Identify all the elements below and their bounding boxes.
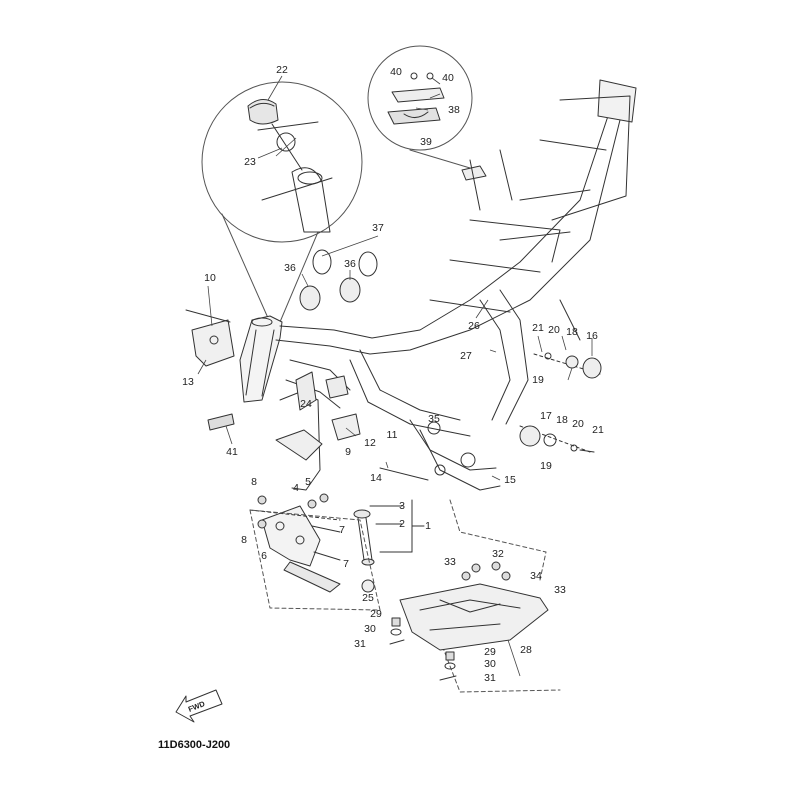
- callout-39[interactable]: 39: [420, 135, 432, 148]
- callout-20-top[interactable]: 20: [548, 323, 560, 336]
- callout-7-bottom[interactable]: 7: [343, 557, 349, 570]
- callout-24[interactable]: 24: [300, 397, 312, 410]
- callout-30-right[interactable]: 30: [484, 657, 496, 670]
- callout-36-right[interactable]: 36: [344, 257, 356, 270]
- callout-11[interactable]: 11: [386, 428, 398, 441]
- callout-31-left[interactable]: 31: [354, 637, 366, 650]
- callout-19-top[interactable]: 19: [532, 373, 544, 386]
- rubber-damper: [207, 413, 235, 431]
- callout-8-bottom[interactable]: 8: [241, 533, 247, 546]
- callout-26[interactable]: 26: [468, 319, 480, 332]
- bolts-left: [249, 493, 341, 561]
- skid-plate: [399, 561, 549, 651]
- callout-33-left[interactable]: 33: [444, 555, 456, 568]
- callout-28[interactable]: 28: [520, 643, 532, 656]
- callout-27[interactable]: 27: [460, 349, 472, 362]
- dashed-guides: [249, 499, 561, 693]
- callout-2[interactable]: 2: [399, 517, 405, 530]
- callout-8-top[interactable]: 8: [251, 475, 257, 488]
- callout-30-left[interactable]: 30: [364, 622, 376, 635]
- callout-19-bottom[interactable]: 19: [540, 459, 552, 472]
- engine-guard-left: [261, 505, 341, 593]
- callout-33-right[interactable]: 33: [554, 583, 566, 596]
- collars-and-bands: [299, 249, 378, 311]
- callout-23[interactable]: 23: [244, 155, 256, 168]
- callout-9[interactable]: 9: [345, 445, 351, 458]
- callout-18-top[interactable]: 18: [566, 325, 578, 338]
- callout-31-right[interactable]: 31: [484, 671, 496, 684]
- callout-34[interactable]: 34: [530, 569, 542, 582]
- callout-1[interactable]: 1: [425, 519, 431, 532]
- detail-circle-seat-plate: [367, 45, 487, 181]
- callout-32[interactable]: 32: [492, 547, 504, 560]
- callout-3[interactable]: 3: [399, 499, 405, 512]
- frame-main-spars: [275, 79, 637, 491]
- callout-18-bottom[interactable]: 18: [556, 413, 568, 426]
- frame-down-tube: [275, 371, 349, 491]
- callout-37[interactable]: 37: [372, 221, 384, 234]
- callout-40-left[interactable]: 40: [390, 65, 402, 78]
- callout-14[interactable]: 14: [370, 471, 382, 484]
- callout-40-right[interactable]: 40: [442, 71, 454, 84]
- callout-38[interactable]: 38: [448, 103, 460, 116]
- callout-12[interactable]: 12: [364, 436, 376, 449]
- callout-36-left[interactable]: 36: [284, 261, 296, 274]
- callout-22[interactable]: 22: [276, 63, 288, 76]
- callout-20-bottom[interactable]: 20: [572, 417, 584, 430]
- fwd-arrow-icon: [175, 689, 223, 723]
- frame-head-tube: [239, 315, 283, 403]
- callout-16[interactable]: 16: [586, 329, 598, 342]
- bracket-left: [185, 309, 235, 367]
- diagram-code: 11D6300-J200: [158, 739, 231, 751]
- callout-10[interactable]: 10: [204, 271, 216, 284]
- callout-25[interactable]: 25: [362, 591, 374, 604]
- callout-15[interactable]: 15: [504, 473, 516, 486]
- callout-21-bottom[interactable]: 21: [592, 423, 604, 436]
- callout-7-top[interactable]: 7: [339, 523, 345, 536]
- callout-5[interactable]: 5: [305, 475, 311, 488]
- skid-bolts: [389, 617, 457, 681]
- callout-29-right[interactable]: 29: [484, 645, 496, 658]
- detail-circle-fuel-cap: [201, 81, 363, 323]
- callout-35[interactable]: 35: [428, 412, 440, 425]
- stud-assembly: [353, 499, 425, 593]
- callout-13[interactable]: 13: [182, 375, 194, 388]
- callout-6[interactable]: 6: [261, 549, 267, 562]
- right-mount-hardware: [519, 352, 602, 453]
- callout-21-top[interactable]: 21: [532, 321, 544, 334]
- bolt-14: [379, 467, 429, 481]
- callout-4[interactable]: 4: [293, 481, 299, 494]
- callout-17[interactable]: 17: [540, 409, 552, 422]
- callout-41[interactable]: 41: [226, 445, 238, 458]
- callout-29-left[interactable]: 29: [370, 607, 382, 620]
